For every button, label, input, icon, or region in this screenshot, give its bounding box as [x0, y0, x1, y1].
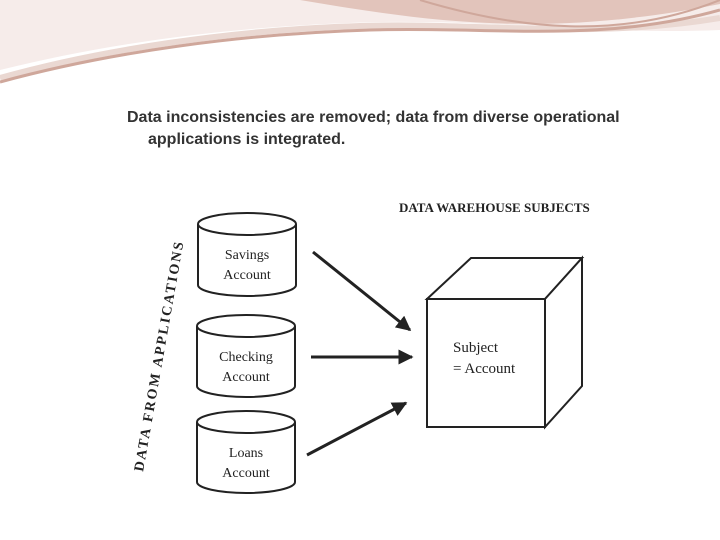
source-cylinder-loans: Loans Account: [196, 410, 296, 494]
side-label-data-from-applications: DATA FROM APPLICATIONS: [132, 239, 188, 473]
caption-line-2: applications is integrated.: [148, 131, 346, 148]
source-savings-line1: Savings: [225, 248, 269, 263]
subject-cube: Subject = Account: [424, 255, 585, 430]
source-cylinder-savings: Savings Account: [197, 212, 297, 297]
warehouse-heading: DATA WAREHOUSE SUBJECTS: [399, 200, 590, 215]
arrow-loans-to-subject: [306, 401, 408, 457]
caption: Data inconsistencies are removed; data f…: [127, 107, 647, 151]
subject-line1: Subject: [453, 340, 499, 356]
source-loans-line2: Account: [222, 466, 270, 481]
source-checking-line1: Checking: [219, 350, 273, 365]
source-savings-line2: Account: [223, 268, 271, 283]
source-cylinder-checking: Checking Account: [196, 314, 296, 398]
arrow-savings-to-subject: [312, 250, 412, 332]
source-checking-line2: Account: [222, 370, 270, 385]
source-loans-line1: Loans: [229, 446, 263, 461]
decorative-swoosh-header: [0, 0, 720, 84]
caption-line-1: Data inconsistencies are removed; data f…: [127, 109, 620, 126]
subject-line2: = Account: [453, 361, 516, 377]
